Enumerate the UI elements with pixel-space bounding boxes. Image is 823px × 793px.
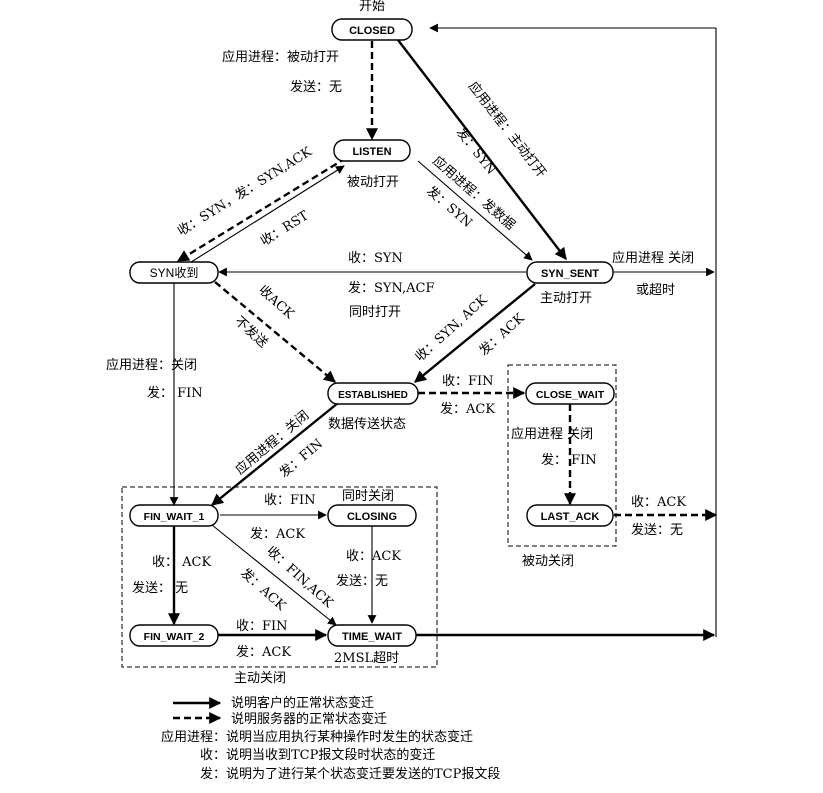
state-est-box: [327, 382, 419, 405]
arrow-synrcvd-est: [214, 281, 336, 383]
label-lastack-close-2: 发送：无: [631, 522, 683, 538]
label-synrcvd-fin1-2: 发： FIN: [147, 385, 203, 401]
label-synsent-note: 主动打开: [540, 291, 592, 306]
state-closing-box: [327, 504, 417, 527]
label-synsent-synrcvd-1: 收：SYN: [348, 251, 403, 266]
arrow-listen-synsent: [417, 160, 533, 261]
label-closed-synsent-2: 发：SYN: [453, 125, 499, 178]
label-active-close: 主动关闭: [234, 671, 286, 686]
label-simul-close: 同时关闭: [342, 489, 394, 504]
label-fin2-tw-2: 发：ACK: [236, 644, 291, 660]
label-fin1-tw-2: 发：ACK: [237, 565, 289, 614]
label-tw-note: 2MSL超时: [334, 651, 399, 666]
label-closed-listen-1: 应用进程：被动打开: [222, 49, 339, 65]
legend-rcv-key: 收：: [200, 748, 226, 763]
state-lastack-box: [526, 504, 614, 527]
state-listen: LISTEN: [352, 146, 391, 158]
label-closed-listen-2: 发送：无: [290, 79, 342, 95]
state-closewait: CLOSE_WAIT: [536, 389, 605, 401]
state-tw-box: [327, 624, 417, 647]
label-synsent-synrcvd-3: 同时打开: [349, 305, 401, 320]
label-closewait-lastack-1: 应用进程 关闭: [511, 426, 593, 442]
label-fin2-tw-1: 收：FIN: [236, 619, 288, 634]
label-lastack-close-1: 收：ACK: [631, 495, 686, 510]
state-synrcvd-box: [129, 261, 219, 284]
state-synsent: SYN_SENT: [541, 268, 599, 280]
arrow-synrcvd-listen: [187, 165, 345, 265]
label-fin1-fin2-1: 收： ACK: [152, 555, 211, 570]
label-synrcvd-fin1-1: 应用进程：关闭: [106, 357, 197, 373]
state-closed: CLOSED: [349, 25, 395, 37]
label-est-note: 数据传送状态: [328, 417, 406, 432]
label-listen-note: 被动打开: [347, 175, 399, 190]
state-lastack: LAST_ACK: [541, 511, 600, 523]
state-listen-box: [333, 139, 411, 162]
label-synsent-close-2: 或超时: [636, 283, 675, 298]
state-closewait-box: [525, 382, 615, 405]
arrow-closed-synsent: [397, 39, 567, 260]
label-synsent-close-1: 应用进程 关闭: [612, 250, 694, 266]
label-fin1-closing-1: 收：FIN: [264, 493, 316, 508]
legend-app-key: 应用进程：: [161, 729, 226, 745]
state-closing: CLOSING: [347, 511, 397, 523]
label-synrcvd-est-2: 不发送: [231, 313, 271, 351]
legend-server: 说明服务器的正常状态变迁: [231, 711, 387, 727]
legend-rcv-desc: 说明当收到TCP报文段时状态的变迁: [226, 747, 435, 763]
label-passive-close: 被动关闭: [522, 554, 574, 569]
state-fin2-box: [129, 624, 219, 647]
active-close-region: [121, 486, 438, 668]
legend-client: 说明客户的正常状态变迁: [231, 695, 374, 711]
state-finwait1: FIN_WAIT_1: [144, 511, 205, 523]
label-closing-tw-1: 收：ACK: [346, 549, 401, 564]
state-timewait: TIME_WAIT: [342, 631, 402, 643]
label-closewait-lastack-2: 发： FIN: [541, 452, 597, 468]
legend-app-desc: 说明当应用执行某种操作时发生的状态变迁: [226, 729, 473, 745]
label-closing-tw-2: 发送：无: [336, 573, 388, 589]
arrow-synsent-est: [414, 283, 536, 383]
label-synrcvd-est-1: 收ACK: [255, 283, 296, 322]
legend-snd-key: 发：: [200, 766, 226, 782]
label-est-closewait-2: 发：ACK: [440, 401, 495, 417]
label-est-closewait-1: 收：FIN: [442, 374, 494, 389]
state-fin1-box: [129, 504, 219, 527]
label-synsent-est-2: 发：ACK: [476, 310, 528, 359]
state-synrcvd: SYN收到: [150, 266, 199, 280]
label-start: 开始: [359, 0, 385, 14]
state-closed-box: [331, 18, 413, 41]
label-fin1-fin2-2: 发送： 无: [132, 580, 188, 596]
state-finwait2: FIN_WAIT_2: [144, 631, 205, 643]
arrow-fin1-tw: [211, 524, 337, 626]
label-synsent-synrcvd-2: 发：SYN,ACF: [348, 280, 435, 296]
label-fin1-closing-2: 发：ACK: [250, 526, 305, 542]
state-synsent-box: [526, 261, 614, 284]
legend-snd-desc: 说明为了进行某个状态变迁要发送的TCP报文段: [226, 766, 500, 782]
arrow-est-fin1: [211, 402, 339, 506]
state-established: ESTABLISHED: [338, 390, 408, 401]
